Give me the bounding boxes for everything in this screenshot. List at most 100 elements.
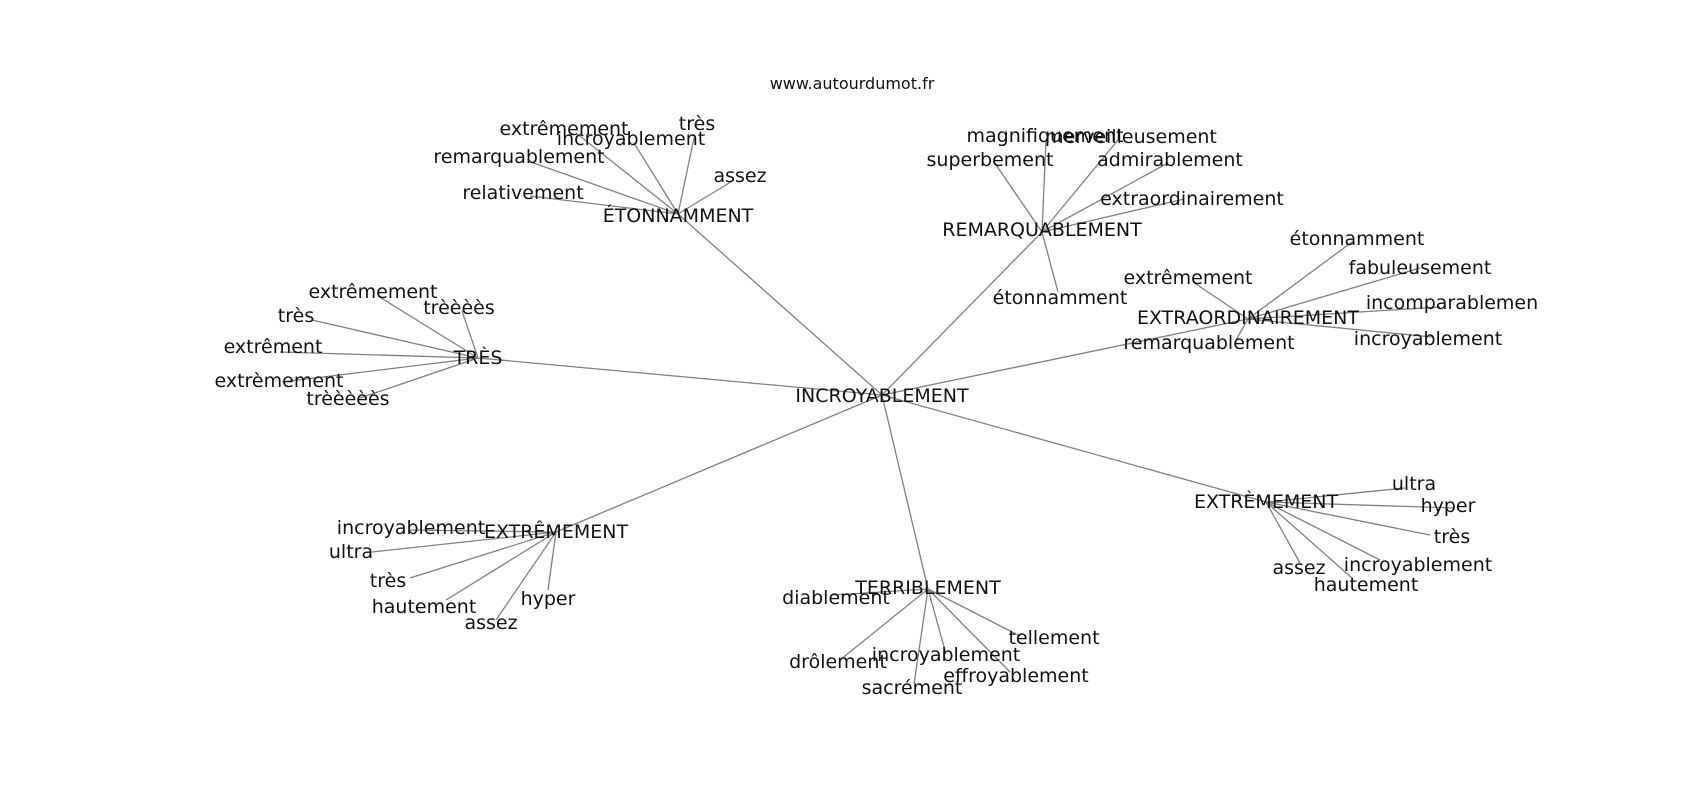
leaf-node: merveilleusement [1045, 126, 1217, 148]
edge-branch-leaf [1235, 318, 1249, 341]
leaf-node: très [370, 570, 406, 592]
leaf-node: admirablement [1097, 149, 1243, 171]
leaf-node: assez [713, 165, 766, 187]
edge-branch-leaf [445, 531, 557, 601]
edge-branch-leaf [311, 319, 479, 359]
leaf-node: incroyablement [337, 517, 485, 539]
leaf-node: sacrément [862, 677, 963, 699]
edge-branch-leaf [409, 529, 557, 533]
leaf-node: incomparablemen [1366, 292, 1538, 314]
leaf-node: ultra [1392, 473, 1436, 495]
branch-node: TRÈS [453, 346, 503, 369]
leaf-node: relativement [462, 182, 583, 204]
leaf-node: remarquablement [433, 146, 604, 168]
edge-branch-leaf [993, 161, 1043, 233]
leaf-node: diablement [782, 587, 890, 609]
edge-branch-leaf [1265, 501, 1301, 564]
edge-branch-leaf [377, 295, 479, 359]
edge-branch-leaf [633, 142, 679, 215]
leaf-node: extrêmement [1123, 267, 1252, 289]
edge-center-branch [881, 394, 929, 590]
edge-branch-leaf [927, 588, 947, 655]
edge-branch-leaf [529, 195, 679, 215]
edge-center-branch [477, 357, 883, 396]
edge-branch-leaf [927, 588, 1011, 673]
edge-branch-leaf [281, 357, 479, 383]
branch-node: REMARQUABLEMENT [942, 219, 1142, 241]
branch-node: TERRIBLEMENT [854, 577, 1001, 599]
edge-branch-leaf [527, 160, 679, 215]
edge-branch-leaf [371, 531, 557, 553]
edge-branch-leaf [1265, 501, 1431, 536]
leaf-node: tellement [1008, 627, 1099, 649]
leaf-node: superbement [927, 149, 1054, 171]
leaf-node: hautement [1314, 574, 1419, 596]
edge-branch-leaf [279, 351, 479, 359]
leaf-node: incroyablement [1344, 554, 1492, 576]
edge-branch-leaf [1265, 501, 1381, 561]
branch-node: EXTRÈMEMENT [1194, 490, 1339, 513]
leaf-node: très [679, 113, 715, 135]
edge-branch-leaf [913, 588, 929, 685]
branch-node: ÉTONNAMMENT [603, 204, 754, 227]
edge-center-branch [881, 394, 1267, 503]
edge-branch-leaf [1041, 139, 1047, 233]
leaf-node: drôlement [789, 651, 887, 673]
center-node: INCROYABLEMENT [795, 385, 969, 407]
leaf-node: extrêment [224, 336, 323, 358]
leaf-node: assez [464, 612, 517, 634]
leaf-node: incroyablement [1354, 328, 1502, 350]
leaf-node: effroyablement [943, 665, 1088, 687]
edge-branch-leaf [1041, 198, 1185, 233]
source-watermark: www.autourdumot.fr [770, 74, 935, 93]
leaf-node: étonnamment [1290, 228, 1425, 250]
leaf-node: remarquablement [1123, 332, 1294, 354]
edge-branch-leaf [1247, 318, 1433, 338]
leaf-node: extrêmement [499, 118, 628, 140]
leaf-node: hautement [372, 596, 477, 618]
edge-center-branch [881, 231, 1043, 396]
edge-branch-leaf [547, 531, 557, 591]
edge-branch-leaf [1192, 281, 1249, 320]
edge-branch-leaf [1265, 487, 1406, 503]
leaf-node: étonnamment [993, 287, 1128, 309]
edge-branch-leaf [1041, 139, 1119, 233]
branch-node: EXTRAORDINAIREMENT [1137, 307, 1359, 329]
leaf-node: trèèèèès [306, 388, 389, 410]
edge-branch-leaf [677, 137, 695, 215]
leaf-node: incroyablement [557, 128, 705, 150]
edge-branch-leaf [1265, 501, 1353, 579]
leaf-node: ultra [329, 541, 373, 563]
edge-branch-leaf [1247, 267, 1421, 320]
edge-branch-leaf [839, 588, 929, 661]
leaf-node: fabuleusement [1349, 257, 1492, 279]
edge-branch-leaf [359, 357, 479, 399]
leaf-node: très [1434, 526, 1470, 548]
leaf-node: extrêmement [308, 281, 437, 303]
graph-edges [279, 135, 1456, 685]
leaf-node: très [278, 305, 314, 327]
edge-branch-leaf [1247, 306, 1441, 320]
leaf-node: trèèèès [423, 297, 495, 319]
edge-branch-leaf [461, 310, 479, 359]
edge-center-branch [555, 394, 883, 533]
edge-center-branch [881, 318, 1249, 396]
leaf-node: magnifiquement [967, 125, 1124, 147]
edge-branch-leaf [677, 179, 735, 215]
leaf-node: assez [1272, 557, 1325, 579]
branch-node: EXTRÊMEMENT [484, 520, 629, 543]
edge-branch-leaf [927, 588, 1021, 637]
leaf-node: hyper [521, 588, 576, 610]
edge-center-branch [677, 213, 883, 396]
edge-branch-leaf [1265, 501, 1456, 509]
edge-branch-leaf [409, 531, 557, 579]
edge-branch-leaf [833, 588, 929, 596]
leaf-node: hyper [1421, 495, 1476, 517]
leaf-node: incroyablement [872, 644, 1020, 666]
edge-branch-leaf [495, 531, 557, 621]
edge-branch-leaf [1247, 241, 1353, 320]
leaf-node: extrèmement [214, 370, 343, 392]
edge-branch-leaf [1041, 231, 1059, 293]
edge-branch-leaf [579, 135, 679, 215]
